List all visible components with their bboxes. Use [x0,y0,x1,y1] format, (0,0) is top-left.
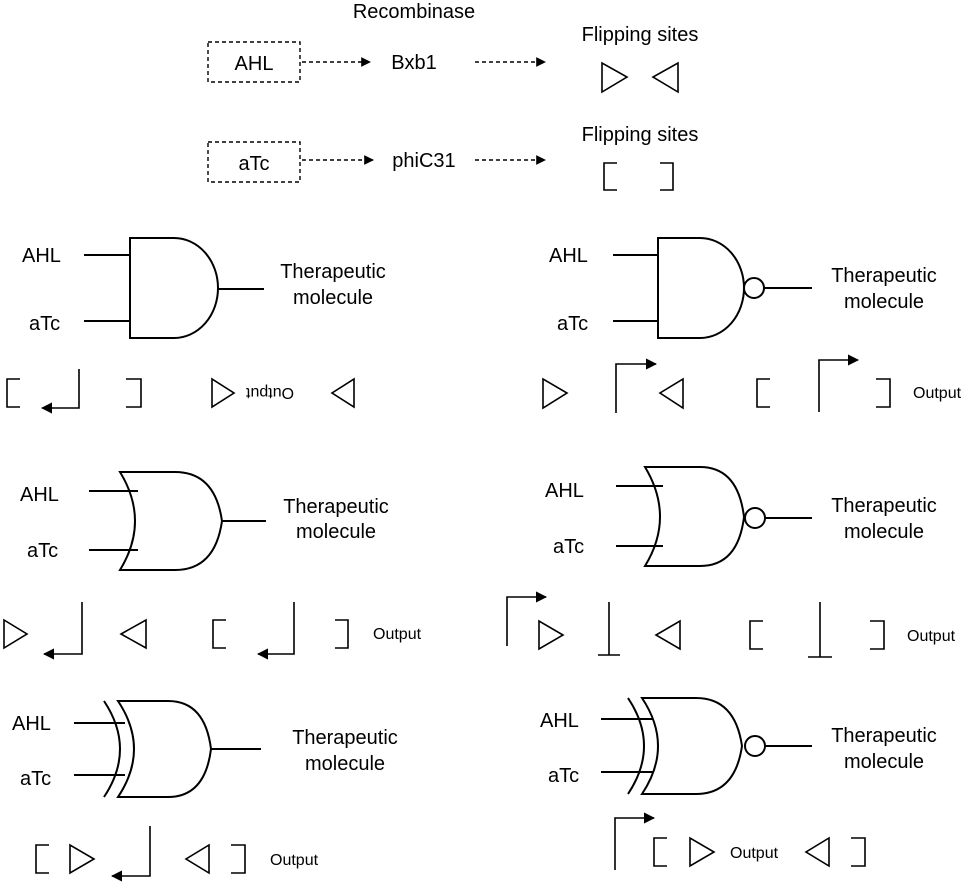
xnor-promoter-icon [614,812,656,870]
nand-output-line2: molecule [844,291,924,313]
bracket-left-site-icon [603,162,617,191]
triangle-left-site-icon [651,61,679,94]
or-input1-label: AHL [20,484,59,506]
legend-row-phic31: aTc phiC31 Flipping sites [207,124,699,191]
xnor-bracket-left-icon [653,837,667,867]
xnor-extra-arc [627,697,645,795]
or-input2-label: aTc [27,540,58,562]
nor-triangle-right-icon [538,619,565,651]
xor-input2-label: aTc [20,768,51,790]
xnor-triangle-left-icon [804,836,830,868]
xor-promoter-reverse-icon [110,826,151,882]
or-construct-output-label: Output [373,626,422,643]
xor-extra-arc [103,700,121,798]
nor-terminator-1-icon [598,602,620,656]
xnor-inversion-bubble [744,735,766,757]
or-gate-symbol [118,471,224,571]
legend-row-bxb1: AHL Bxb1 Flipping sites [207,24,699,94]
xnor-construct-output-label: Output [730,845,779,862]
and-output-label-inverted: Output [245,384,294,401]
or-promoter-reverse-2-icon [256,602,295,660]
and-bracket-right-icon [126,378,142,408]
nand-promoter-2-icon [818,354,860,412]
xor-gate-panel: AHL aTc Therapeutic molecule Output [12,700,398,882]
and-triangle-right-icon [211,377,236,409]
xor-input1-label: AHL [12,713,51,735]
xor-triangle-left-icon [184,843,210,875]
xor-bracket-right-icon [231,844,246,874]
nand-construct-output-label: Output [913,385,962,402]
xor-output-line2: molecule [305,753,385,775]
inducer-label-atc: aTc [238,153,269,175]
inducer-label-ahl: AHL [235,53,274,75]
nor-output-line2: molecule [844,521,924,543]
legend: Recombinase AHL Bxb1 Flipping sites aTc … [207,1,699,191]
nor-construct-output-label: Output [907,628,956,645]
inducer-box-atc [207,141,301,183]
and-output-line2: molecule [293,287,373,309]
or-output-line2: molecule [296,521,376,543]
nor-bracket-left-icon [749,620,763,650]
nor-bracket-right-icon [870,620,885,650]
nand-inversion-bubble [743,277,765,299]
and-promoter-reverse-icon [40,369,80,414]
nor-terminator-2-icon [808,602,832,658]
nand-output-line1: Therapeutic [831,265,937,287]
xnor-gate-panel: AHL aTc Therapeutic molecule Output [540,697,937,870]
recombinase-header: Recombinase [353,1,475,23]
nand-gate-symbol [657,237,745,339]
xnor-triangle-right-icon [689,836,716,868]
xnor-bracket-right-icon [851,837,866,867]
recombinase-label-bxb1: Bxb1 [391,52,437,74]
nor-triangle-left-icon [654,619,681,651]
nand-input2-label: aTc [557,313,588,335]
nor-promoter-icon [506,591,548,646]
nand-promoter-1-icon [615,358,658,413]
flipping-sites-label-2: Flipping sites [582,124,699,146]
flipping-sites-label-1: Flipping sites [582,24,699,46]
or-output-line1: Therapeutic [283,496,389,518]
or-bracket-right-icon [335,619,349,649]
nor-output-line1: Therapeutic [831,495,937,517]
or-triangle-left-icon [119,618,147,650]
xnor-input1-label: AHL [540,710,579,732]
nor-inversion-bubble [744,507,766,529]
xor-gate-symbol [116,700,213,798]
nand-bracket-right-icon [876,378,891,408]
xnor-gate-symbol [640,697,744,795]
or-gate-panel: AHL aTc Therapeutic molecule Output [3,471,422,660]
and-output-line1: Therapeutic [280,261,386,283]
and-bracket-left-icon [6,378,20,408]
nand-input1-label: AHL [549,245,588,267]
bracket-right-site-icon [660,162,674,191]
or-promoter-reverse-1-icon [42,602,83,660]
nand-bracket-left-icon [756,378,770,408]
and-gate-panel: AHL aTc Therapeutic molecule Output [6,237,386,414]
xnor-output-line1: Therapeutic [831,725,937,747]
xnor-input2-label: aTc [548,765,579,787]
xor-triangle-right-icon [69,843,96,875]
and-input1-label: AHL [22,245,61,267]
nor-input2-label: aTc [553,536,584,558]
xor-construct-output-label: Output [270,852,319,869]
xor-bracket-left-icon [35,844,49,874]
recombinase-label-phic31: phiC31 [392,150,455,172]
nor-gate-symbol [643,466,746,567]
inducer-box-ahl [207,41,301,83]
or-triangle-right-icon [3,618,29,650]
xnor-output-line2: molecule [844,751,924,773]
and-triangle-left-icon [330,377,355,409]
xor-output-line1: Therapeutic [292,727,398,749]
nand-triangle-left-icon [658,377,684,410]
and-input2-label: aTc [29,313,60,335]
and-gate-symbol [129,237,219,339]
nand-triangle-right-icon [542,377,569,410]
triangle-right-site-icon [601,61,629,94]
nor-input1-label: AHL [545,480,584,502]
nand-gate-panel: AHL aTc Therapeutic molecule Output [542,237,962,413]
nor-gate-panel: AHL aTc Therapeutic molecule Output [506,466,956,658]
or-bracket-left-icon [212,619,226,649]
